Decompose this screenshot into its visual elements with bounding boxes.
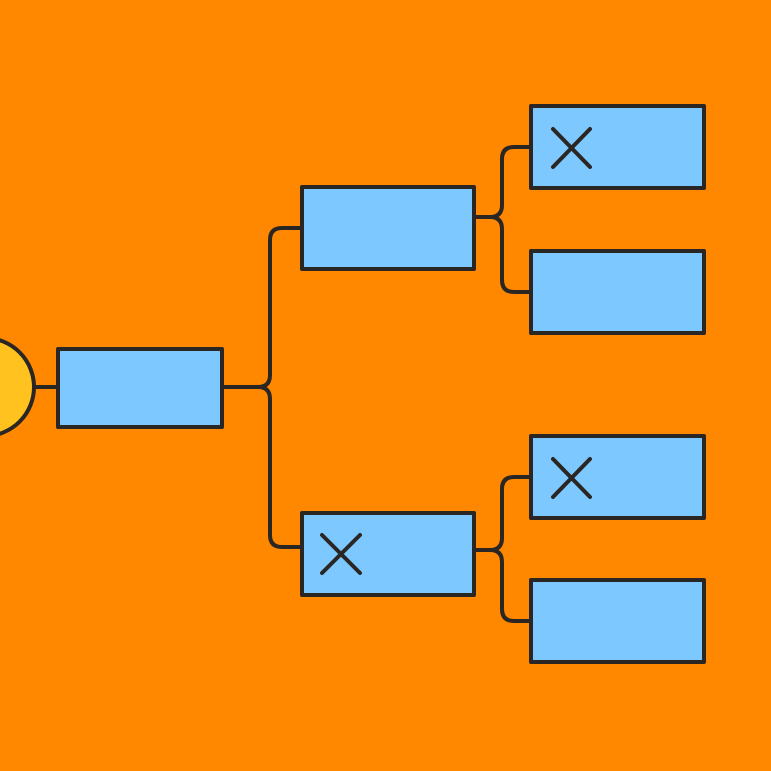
bracket-box-round3-d xyxy=(529,578,706,664)
bracket-box-round3-a xyxy=(529,104,706,190)
bracket-box-round1 xyxy=(56,347,224,429)
bracket-boxes xyxy=(56,104,706,664)
bracket-box-round2-top xyxy=(300,185,476,271)
x-mark-icon xyxy=(551,457,592,499)
bracket-box-round2-bottom xyxy=(300,511,476,597)
connector-round2-top-to-round3 xyxy=(472,145,533,294)
connector-round2-bottom-to-round3 xyxy=(472,475,533,623)
elimination-marks xyxy=(320,127,592,575)
bracket-box-round3-c xyxy=(529,434,706,520)
connector-lines xyxy=(32,145,533,623)
bracket-box-round3-b xyxy=(529,249,706,335)
root-circle xyxy=(0,338,36,436)
connector-round1-to-round2 xyxy=(220,226,304,549)
x-mark-icon xyxy=(320,533,362,575)
x-mark-icon xyxy=(551,127,592,169)
